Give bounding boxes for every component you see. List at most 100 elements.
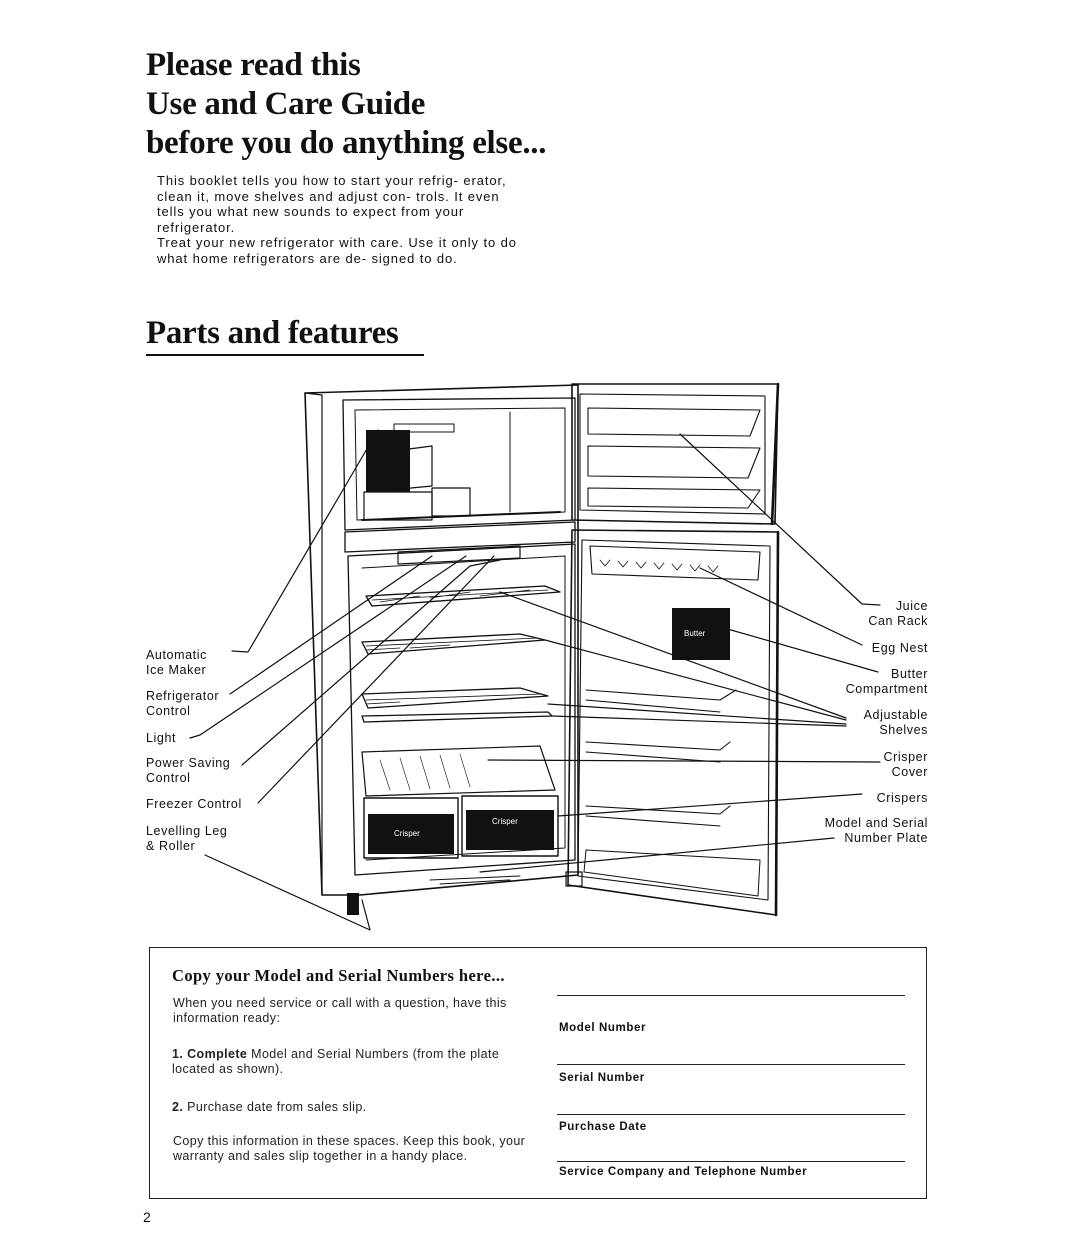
page-number: 2 [143,1209,151,1225]
leader-power-saving [241,559,501,766]
cabinet-side [304,392,323,896]
label-levelling-leg-roller: Levelling Leg & Roller [146,824,228,853]
step-2-text: Purchase date from sales slip. [183,1100,367,1114]
crisper-right-label: Crisper [492,817,518,826]
butter-label: Butter [684,629,706,638]
label-butter-compartment: Butter Compartment [845,667,928,696]
egg-nest [589,545,761,581]
title-line-1: Please read this [146,47,361,83]
ice-maker-box [366,430,410,492]
title-line-2: Use and Care Guide [146,86,426,122]
crisper-left-window [368,814,454,854]
label-crispers: Crispers [876,791,928,805]
intro-paragraph-2: Treat your new refrigerator with care. U… [157,235,517,266]
shelf-2-grid [365,637,539,651]
ice-tray-1 [363,491,433,521]
label-crisper-cover: Crisper Cover [883,750,928,779]
crisper-cover [361,745,556,797]
leader-butter [723,627,879,673]
purchase-date-label: Purchase Date [559,1121,647,1133]
shelf-1-grid [371,589,549,603]
leader-juice-rack [679,433,881,606]
fresh-food-interior [347,543,576,876]
left-foot [347,893,359,915]
purchase-date-line[interactable] [557,1114,905,1115]
section-title: Parts and features [146,315,399,351]
step-1-number: 1. [172,1047,184,1061]
freezer-door-inner [579,393,766,515]
record-step-1: 1. Complete Model and Serial Numbers (fr… [172,1047,544,1077]
label-adjustable-shelves: Adjustable Shelves [863,708,928,737]
shelf-1 [365,585,561,607]
section-underline [146,354,424,356]
bottom-grille [429,875,521,885]
leader-model-plate [479,837,835,873]
record-closing: Copy this information in these spaces. K… [173,1134,526,1163]
mullion [344,521,576,553]
leader-ice-maker [231,429,379,653]
main-title: Please read this Use and Care Guide befo… [146,46,546,163]
ice-tray-2 [431,487,471,517]
ice-maker-top [393,423,455,433]
crisper-cover-hatch [379,753,471,791]
freezer-door [571,383,779,525]
label-automatic-ice-maker: Automatic Ice Maker [146,648,207,677]
serial-number-line[interactable] [557,1064,905,1065]
label-refrigerator-control: Refrigerator Control [146,689,220,718]
freezer-door-shelf-3 [587,487,761,509]
fresh-food-inner [361,555,566,861]
ice-maker-bin [385,445,433,491]
cabinet-outline [304,384,579,896]
fresh-food-door-inner [577,539,771,901]
record-box: Copy your Model and Serial Numbers here.… [149,947,927,1199]
freezer-door-shelf-1 [587,407,761,437]
leader-shelves-4 [551,715,847,727]
service-company-line[interactable] [557,1161,905,1162]
freezer-inner [354,407,566,521]
step-2-number: 2. [172,1100,184,1114]
door-foot [565,871,583,887]
leader-refrigerator-control [229,555,433,695]
shelf-3-grid [365,693,541,705]
crisper-left-label: Crisper [394,829,420,838]
door-shelf-1 [585,689,737,713]
freezer-door-shelf-2 [587,445,761,479]
crisper-right [461,795,559,857]
leader-crisper-cover [487,759,881,763]
shelf-3 [361,687,549,709]
freezer-door-edge [770,382,780,526]
label-freezer-control: Freezer Control [146,797,242,811]
serial-number-label: Serial Number [559,1072,645,1084]
leader-light [189,555,467,739]
service-company-label: Service Company and Telephone Number [559,1166,808,1178]
leader-freezer-control [257,555,495,804]
intro-paragraph-1: This booklet tells you how to start your… [157,173,507,235]
step-1-text: Model and Serial Numbers (from the plate… [172,1047,500,1076]
record-heading: Copy your Model and Serial Numbers here.… [172,966,505,985]
leader-shelves-1 [499,591,847,719]
leader-shelves-3 [547,703,847,725]
record-step-2: 2. Purchase date from sales slip. [172,1100,544,1115]
leader-levelling-leg [204,854,371,931]
freezer-shelf [361,511,561,521]
label-power-saving-control: Power Saving Control [146,756,231,785]
control-panel [397,545,521,565]
intro-text: This booklet tells you how to start your… [157,173,519,266]
title-line-3: before you do anything else... [146,125,547,161]
leader-shelves-2 [544,639,847,721]
egg-nest-cups [599,559,719,573]
door-shelf-2 [585,741,731,763]
label-light: Light [146,731,177,745]
model-number-line[interactable] [557,995,905,996]
crisper-right-window [466,810,554,850]
label-juice-can-rack: Juice Can Rack [868,599,928,628]
door-bottom-bin [583,849,761,897]
step-1-bold: Complete [187,1047,248,1061]
label-model-serial-plate: Model and Serial Number Plate [824,816,928,845]
butter-compartment [672,608,730,660]
shelf-4 [361,711,553,723]
leader-crispers [557,793,863,817]
crisper-left [363,797,459,859]
label-egg-nest: Egg Nest [871,641,928,655]
record-intro: When you need service or call with a que… [173,996,507,1025]
